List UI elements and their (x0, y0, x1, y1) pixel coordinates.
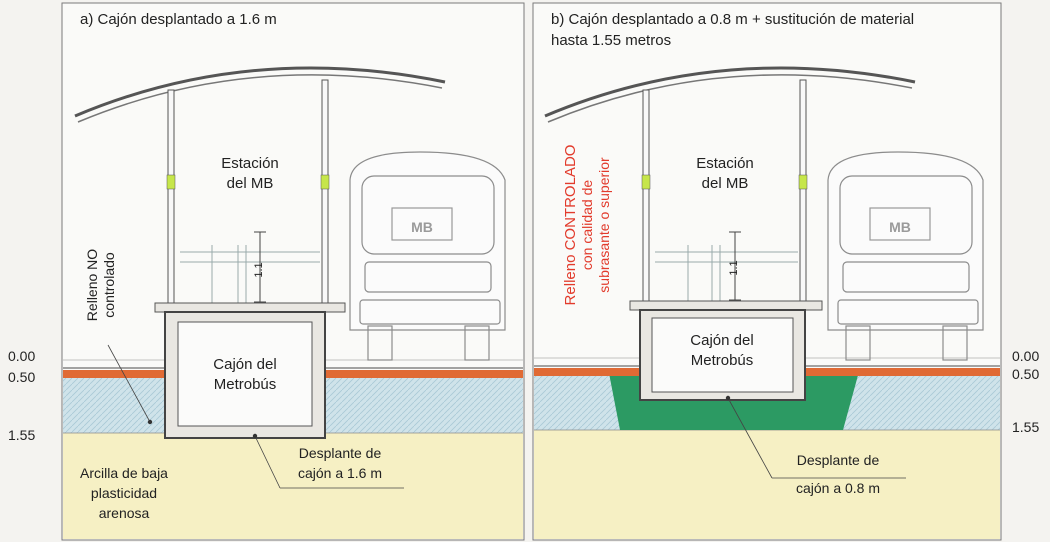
canopy-roof (544, 66, 916, 118)
station-label-line1: Estación (696, 155, 754, 172)
station-label-line2: del MB (702, 175, 749, 192)
desplante-label-line2: cajón a 0.8 m (796, 480, 880, 496)
platform-slab (154, 302, 346, 313)
clay-layer (63, 433, 523, 539)
panel-a-title: a) Cajón desplantado a 1.6 m (80, 11, 277, 28)
platform-slab (629, 300, 823, 311)
desplante-label-line2: cajón a 1.6 m (298, 465, 382, 481)
bus-drawing (349, 151, 506, 361)
station-label-line2: del MB (227, 175, 274, 192)
bus-logo: MB (889, 219, 911, 235)
fill-label-line2: controlado (101, 252, 117, 318)
controlled-fill-label-line2: con calidad de (579, 180, 595, 271)
desplante-label-line1: Desplante de (299, 445, 382, 461)
station-column-right (321, 79, 329, 306)
level-label-right-050: 0.50 (1012, 366, 1039, 382)
level-label-left-000: 0.00 (8, 348, 35, 364)
station-column-left (167, 89, 175, 306)
panel-a: 1.1 MB a) Cajón desplantado a 1.6 m Esta… (61, 2, 525, 541)
station-label-line1: Estación (221, 155, 279, 172)
box-label-line1: Cajón del (690, 332, 753, 349)
box-label-line1: Cajón del (213, 356, 276, 373)
level-label-left-155: 1.55 (8, 427, 35, 443)
panel-b: 1.1 MB b) Cajón desplantado a 0.8 m + su… (532, 2, 1002, 541)
platform-railing (180, 245, 320, 305)
clay-label-line1: Arcilla de baja (80, 465, 168, 481)
controlled-fill-label-line1: Relleno CONTROLADO (562, 145, 579, 306)
level-label-right-155: 1.55 (1012, 419, 1039, 435)
panel-b-title-line1: b) Cajón desplantado a 0.8 m + sustituci… (551, 11, 914, 28)
height-dimension-label: 1.1 (253, 262, 265, 277)
bus-drawing (827, 151, 984, 361)
fill-label-line1: Relleno NO (84, 249, 100, 321)
height-dimension-label: 1.1 (728, 260, 740, 275)
box-label-line2: Metrobús (691, 352, 754, 369)
desplante-label-line1: Desplante de (797, 452, 880, 468)
bus-logo: MB (411, 219, 433, 235)
station-column-right (799, 79, 807, 304)
station-column-left (642, 89, 650, 304)
level-label-left-050: 0.50 (8, 369, 35, 385)
desplante-leader-line (254, 435, 281, 489)
canopy-roof (74, 66, 446, 118)
level-label-right-000: 0.00 (1012, 348, 1039, 364)
fill-leader-line (107, 344, 151, 423)
clay-label-line3: arenosa (99, 505, 150, 521)
clay-layer (534, 430, 1000, 539)
controlled-fill-label-line3: subrasante o superior (596, 157, 612, 293)
clay-label-line2: plasticidad (91, 485, 157, 501)
platform-railing (655, 245, 798, 303)
box-label-line2: Metrobús (214, 376, 277, 393)
desplante-leader-line (727, 397, 773, 479)
panel-b-title-line2: hasta 1.55 metros (551, 32, 671, 49)
